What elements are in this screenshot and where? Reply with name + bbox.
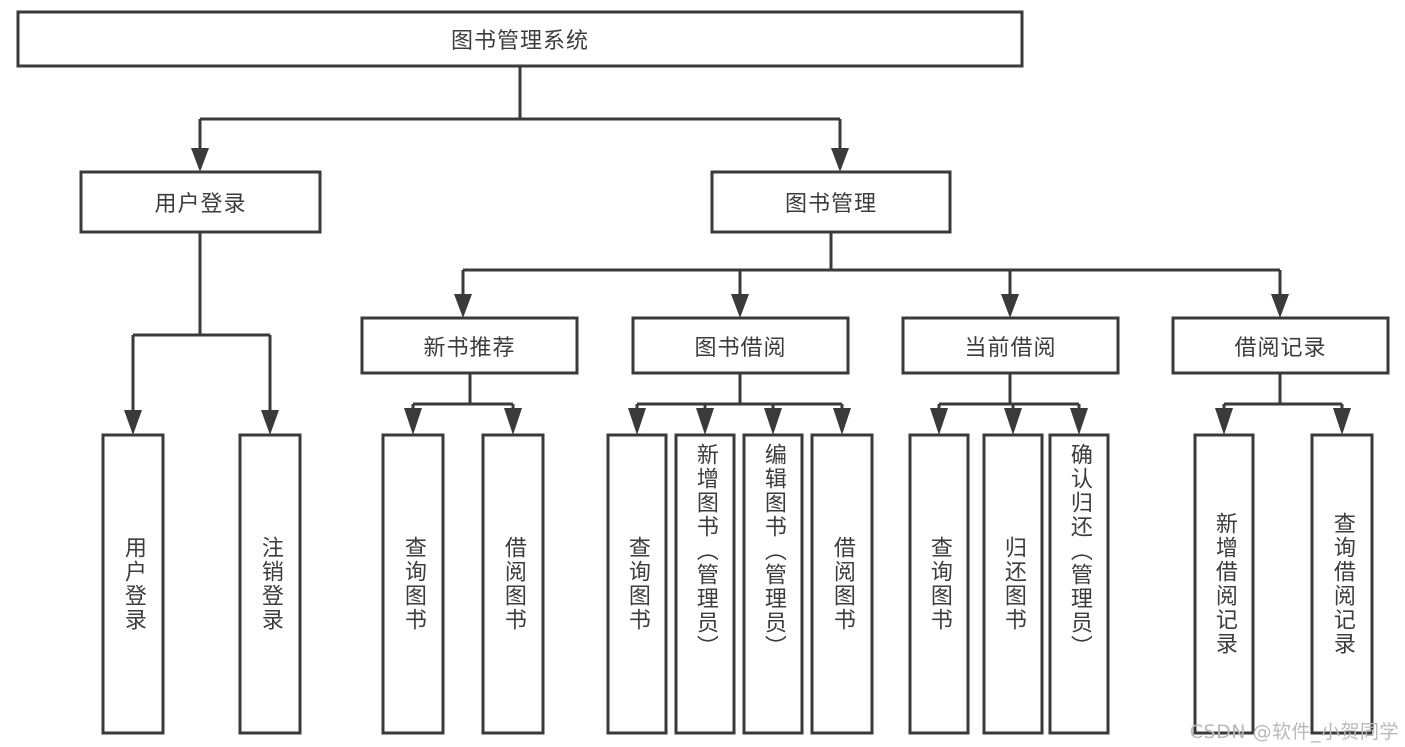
node-box-borrow-record[interactable] [1171,316,1390,375]
arrow-head-icon [454,294,472,318]
arrow-head-icon [696,408,714,435]
arrow-head-icon [831,148,849,172]
connector-userlogin-to-leaves [124,232,279,435]
node-box-book-management[interactable] [710,170,952,234]
connector-bookmgmt-to-level3 [454,232,1289,318]
arrow-head-icon [404,408,422,435]
leaf-box-edit-book-admin[interactable] [742,433,804,735]
arrow-head-icon [1333,408,1351,435]
leaf-box-add-borrow-record[interactable] [1193,433,1255,735]
arrow-head-icon [930,408,948,435]
arrow-head-icon [833,408,851,435]
connector-bookborrow-to-leaves [628,373,851,435]
connector-borrowrecord-to-leaves [1215,373,1351,435]
connector-newbook-to-leaves [404,373,522,435]
arrow-head-icon [124,410,142,435]
arrow-head-icon [191,148,209,172]
node-box-root[interactable] [16,10,1024,68]
leaf-box-return-book[interactable] [982,433,1044,735]
leaf-box-query-book-borrow[interactable] [606,433,668,735]
arrow-head-icon [731,294,749,318]
leaf-box-add-book-admin[interactable] [674,433,736,735]
node-box-current-borrow[interactable] [901,316,1120,375]
node-box-user-login[interactable] [79,170,322,234]
arrow-head-icon [764,408,782,435]
watermark: CSDN @软件_小贺同学 [1189,721,1399,743]
leaf-box-borrow-book[interactable] [810,433,874,735]
leaf-box-logout[interactable] [238,433,302,735]
arrow-head-icon [261,410,279,435]
leaf-box-confirm-return-admin[interactable] [1048,433,1110,735]
node-box-new-book-recommend[interactable] [360,316,579,375]
connector-currentborrow-to-leaves [930,373,1088,435]
leaf-box-query-book-current[interactable] [908,433,970,735]
leaf-box-query-borrow-record[interactable] [1310,433,1374,735]
leaf-box-borrow-book-rec[interactable] [481,433,545,735]
arrow-head-icon [1271,294,1289,318]
arrow-head-icon [1001,294,1019,318]
arrow-head-icon [628,408,646,435]
arrow-head-icon [504,408,522,435]
arrow-head-icon [1070,408,1088,435]
arrow-head-icon [1215,408,1233,435]
leaf-box-query-book-rec[interactable] [381,433,445,735]
arrow-head-icon [1004,408,1022,435]
connector-root-to-level2 [191,66,849,172]
leaf-box-user-login[interactable] [101,433,165,735]
node-box-book-borrow[interactable] [631,316,850,375]
